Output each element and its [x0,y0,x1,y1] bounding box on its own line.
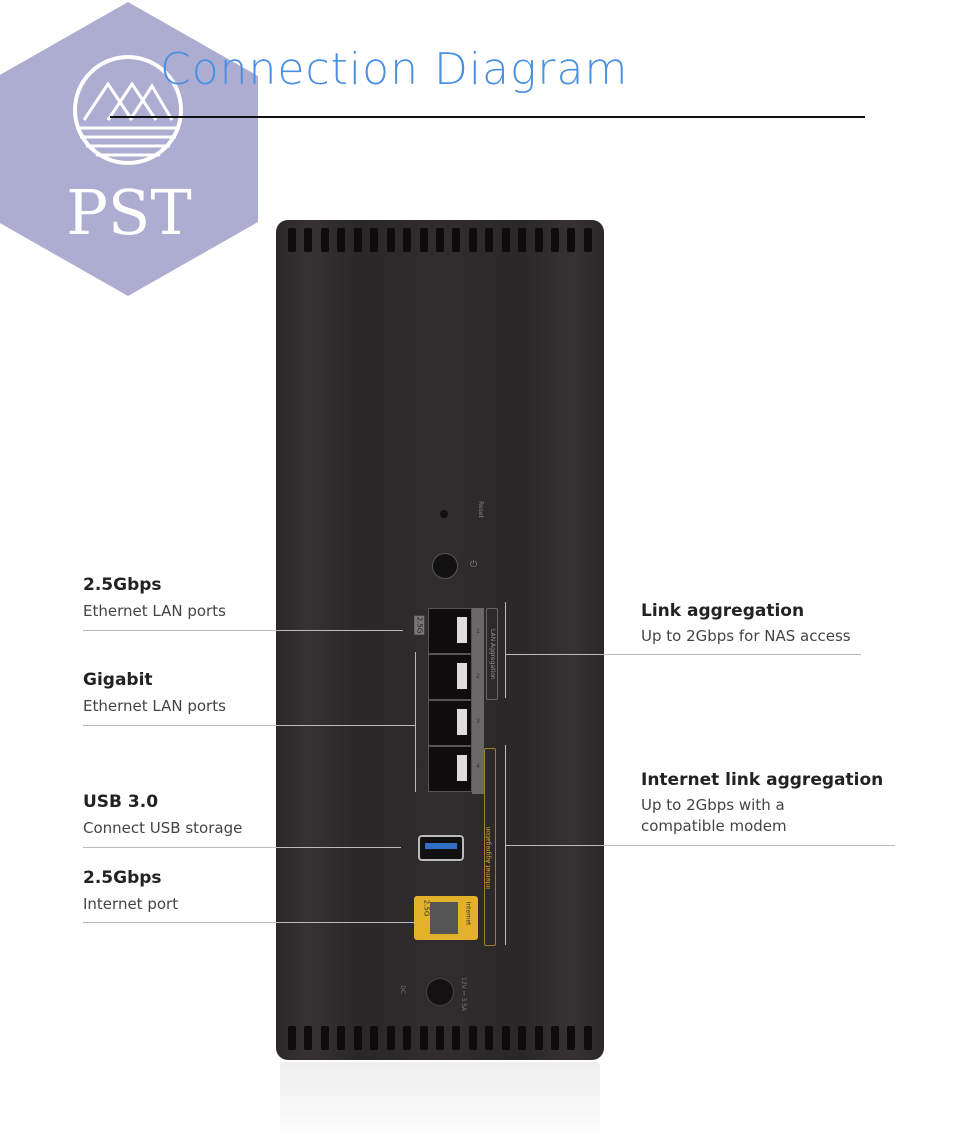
internet-jack [430,902,458,934]
internet-aggregation-box: Internet Aggregation [484,748,496,946]
port-number: 1 [476,628,480,635]
lan25-heading: 2.5Gbps [83,575,162,595]
lan-aggregation-label: LAN Aggregation [489,629,496,680]
power-icon: ⏻ [470,560,478,570]
gigabit-heading: Gigabit [83,670,153,690]
usb-heading: USB 3.0 [83,792,159,812]
internet-agg-sub: Up to 2Gbps with a [641,796,785,814]
reset-label: Reset [476,501,484,518]
pst-logo [0,2,258,296]
internet-label: Internet [464,901,472,926]
power-button[interactable] [432,553,458,579]
port-number-strip: 1 2 3 4 [472,608,484,794]
internet-sub: Internet port [83,895,179,913]
usb-port[interactable] [418,835,464,861]
internet-port[interactable]: 2.5G Internet [414,896,478,940]
internet-agg-sub2: compatible modem [641,817,787,835]
lan-speed-tag: 2.5G [414,615,425,635]
lan-port-1[interactable] [428,608,472,654]
internet-agg-leader [505,845,895,846]
link-agg-sub: Up to 2Gbps for NAS access [641,627,851,645]
reset-button[interactable] [440,510,448,518]
internet-leader [83,922,415,923]
lan-port-2[interactable] [428,654,472,700]
link-agg-heading: Link aggregation [641,601,805,621]
gigabit-leader [83,725,415,726]
title-divider [110,116,865,118]
router-back-panel: Reset ⏻ 2.5G 1 2 3 4 LAN Aggregation Int… [276,220,604,1060]
link-agg-leader [505,654,861,655]
usb-sub: Connect USB storage [83,819,243,837]
dc-power-jack [426,978,454,1006]
internet-heading: 2.5Gbps [83,868,162,888]
lan-port-4[interactable] [428,746,472,792]
internet-agg-heading: Internet link aggregation [641,770,884,790]
lan-aggregation-box: LAN Aggregation [486,608,498,700]
page-title: Connection Diagram [160,44,629,95]
dc-label: DC [398,985,406,994]
logo-text: PST [66,176,192,249]
link-agg-bracket [505,602,506,698]
power-rating: 12V ⎓ 3.5A [460,977,467,1011]
internet-aggregation-label: Internet Aggregation [485,826,492,889]
lan-port-3[interactable] [428,700,472,746]
top-vents [288,228,592,252]
lan25-leader [83,630,403,631]
gigabit-sub: Ethernet LAN ports [83,697,226,715]
bottom-vents [288,1026,592,1050]
router-reflection [280,1062,600,1142]
port-number: 4 [476,763,480,770]
port-number: 3 [476,718,480,725]
port-number: 2 [476,673,480,680]
gigabit-bracket [415,652,416,792]
lan25-sub: Ethernet LAN ports [83,602,226,620]
usb-leader [83,847,401,848]
